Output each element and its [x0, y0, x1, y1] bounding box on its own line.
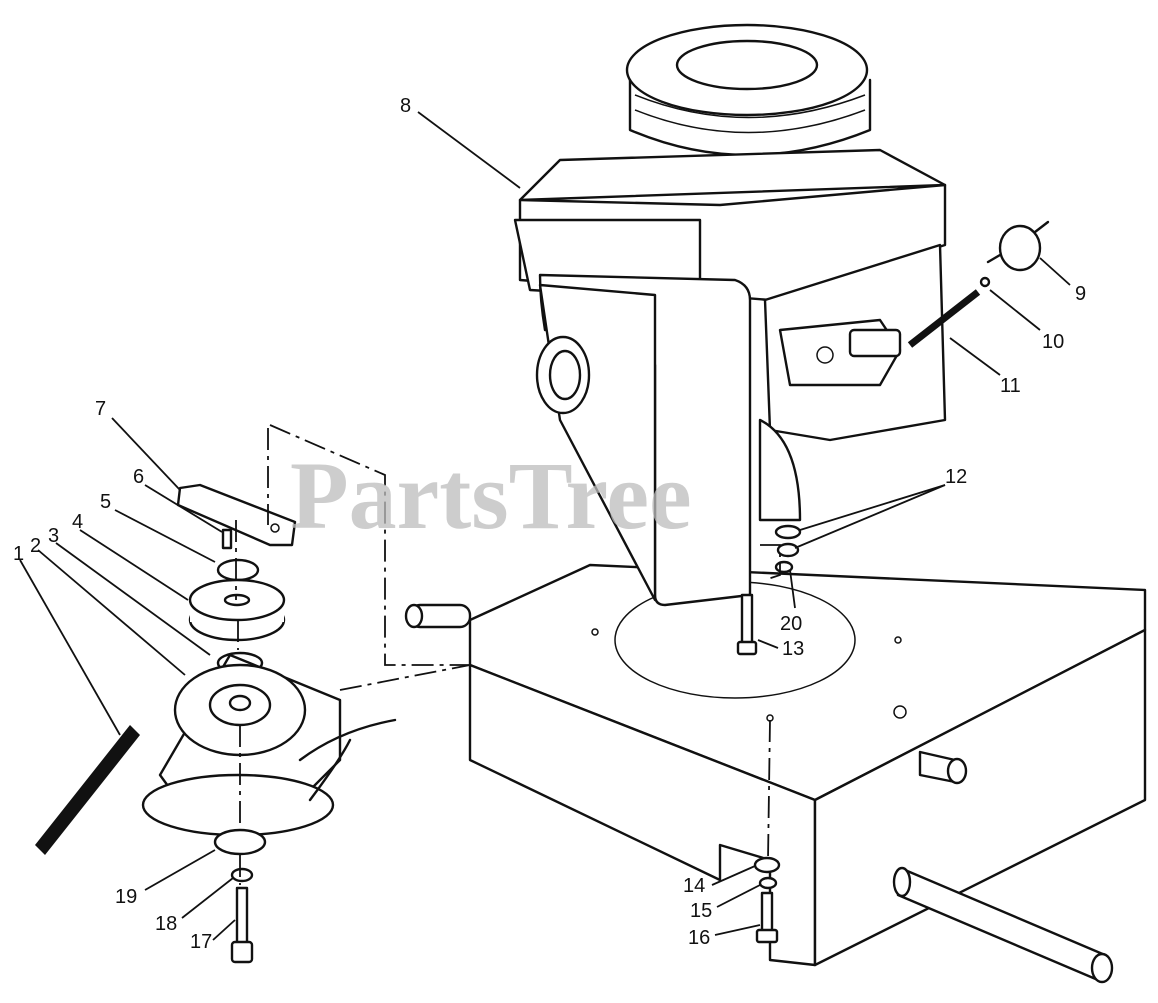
- watermark: PartsTree: [290, 442, 692, 549]
- clutch-washer[interactable]: [213, 828, 267, 856]
- callout-8[interactable]: 8: [400, 95, 411, 117]
- callout-7[interactable]: 7: [95, 398, 106, 420]
- deck-bolt[interactable]: [755, 891, 779, 944]
- callout-labels: 1 2 3 4 5 6 7 8 9 10 11 12 13 14 15 16 1…: [13, 95, 1086, 953]
- callout-17[interactable]: 17: [190, 931, 212, 953]
- callout-15[interactable]: 15: [690, 900, 712, 922]
- lock-washer-small[interactable]: [758, 876, 778, 890]
- engine[interactable]: [513, 23, 947, 607]
- callout-1[interactable]: 1: [13, 543, 24, 565]
- clutch-bolt[interactable]: [230, 886, 254, 964]
- callout-16[interactable]: 16: [688, 927, 710, 949]
- callout-5[interactable]: 5: [100, 491, 111, 513]
- alignment-lines: [235, 424, 1146, 885]
- callout-13[interactable]: 13: [782, 638, 804, 660]
- flat-washer[interactable]: [753, 856, 781, 874]
- v-belt[interactable]: [35, 725, 140, 855]
- callout-10[interactable]: 10: [1042, 331, 1064, 353]
- callout-4[interactable]: 4: [72, 511, 83, 533]
- callout-3[interactable]: 3: [48, 525, 59, 547]
- callout-20[interactable]: 20: [780, 613, 802, 635]
- axle-stub-left[interactable]: [404, 603, 472, 629]
- callout-12[interactable]: 12: [945, 466, 967, 488]
- callout-19[interactable]: 19: [115, 886, 137, 908]
- callout-2[interactable]: 2: [30, 535, 41, 557]
- leader-lines: [19, 111, 1071, 941]
- bushing[interactable]: [216, 558, 260, 582]
- callout-11[interactable]: 11: [1000, 375, 1021, 397]
- fuel-filter[interactable]: [986, 220, 1050, 272]
- pin[interactable]: [221, 528, 233, 550]
- callout-9[interactable]: 9: [1075, 283, 1086, 305]
- drive-shaft[interactable]: [892, 866, 1114, 984]
- engine-bolt[interactable]: [736, 593, 758, 656]
- fuel-line[interactable]: [907, 289, 981, 348]
- callout-18[interactable]: 18: [155, 913, 177, 935]
- deck-frame[interactable]: [468, 563, 1147, 967]
- callout-14[interactable]: 14: [683, 875, 705, 897]
- spacer[interactable]: [188, 578, 286, 642]
- electric-clutch[interactable]: [141, 653, 397, 837]
- hose-clamp[interactable]: [979, 276, 991, 288]
- callout-6[interactable]: 6: [133, 466, 144, 488]
- axle-stub-right[interactable]: [918, 750, 968, 785]
- clutch-lock-washer[interactable]: [230, 867, 254, 883]
